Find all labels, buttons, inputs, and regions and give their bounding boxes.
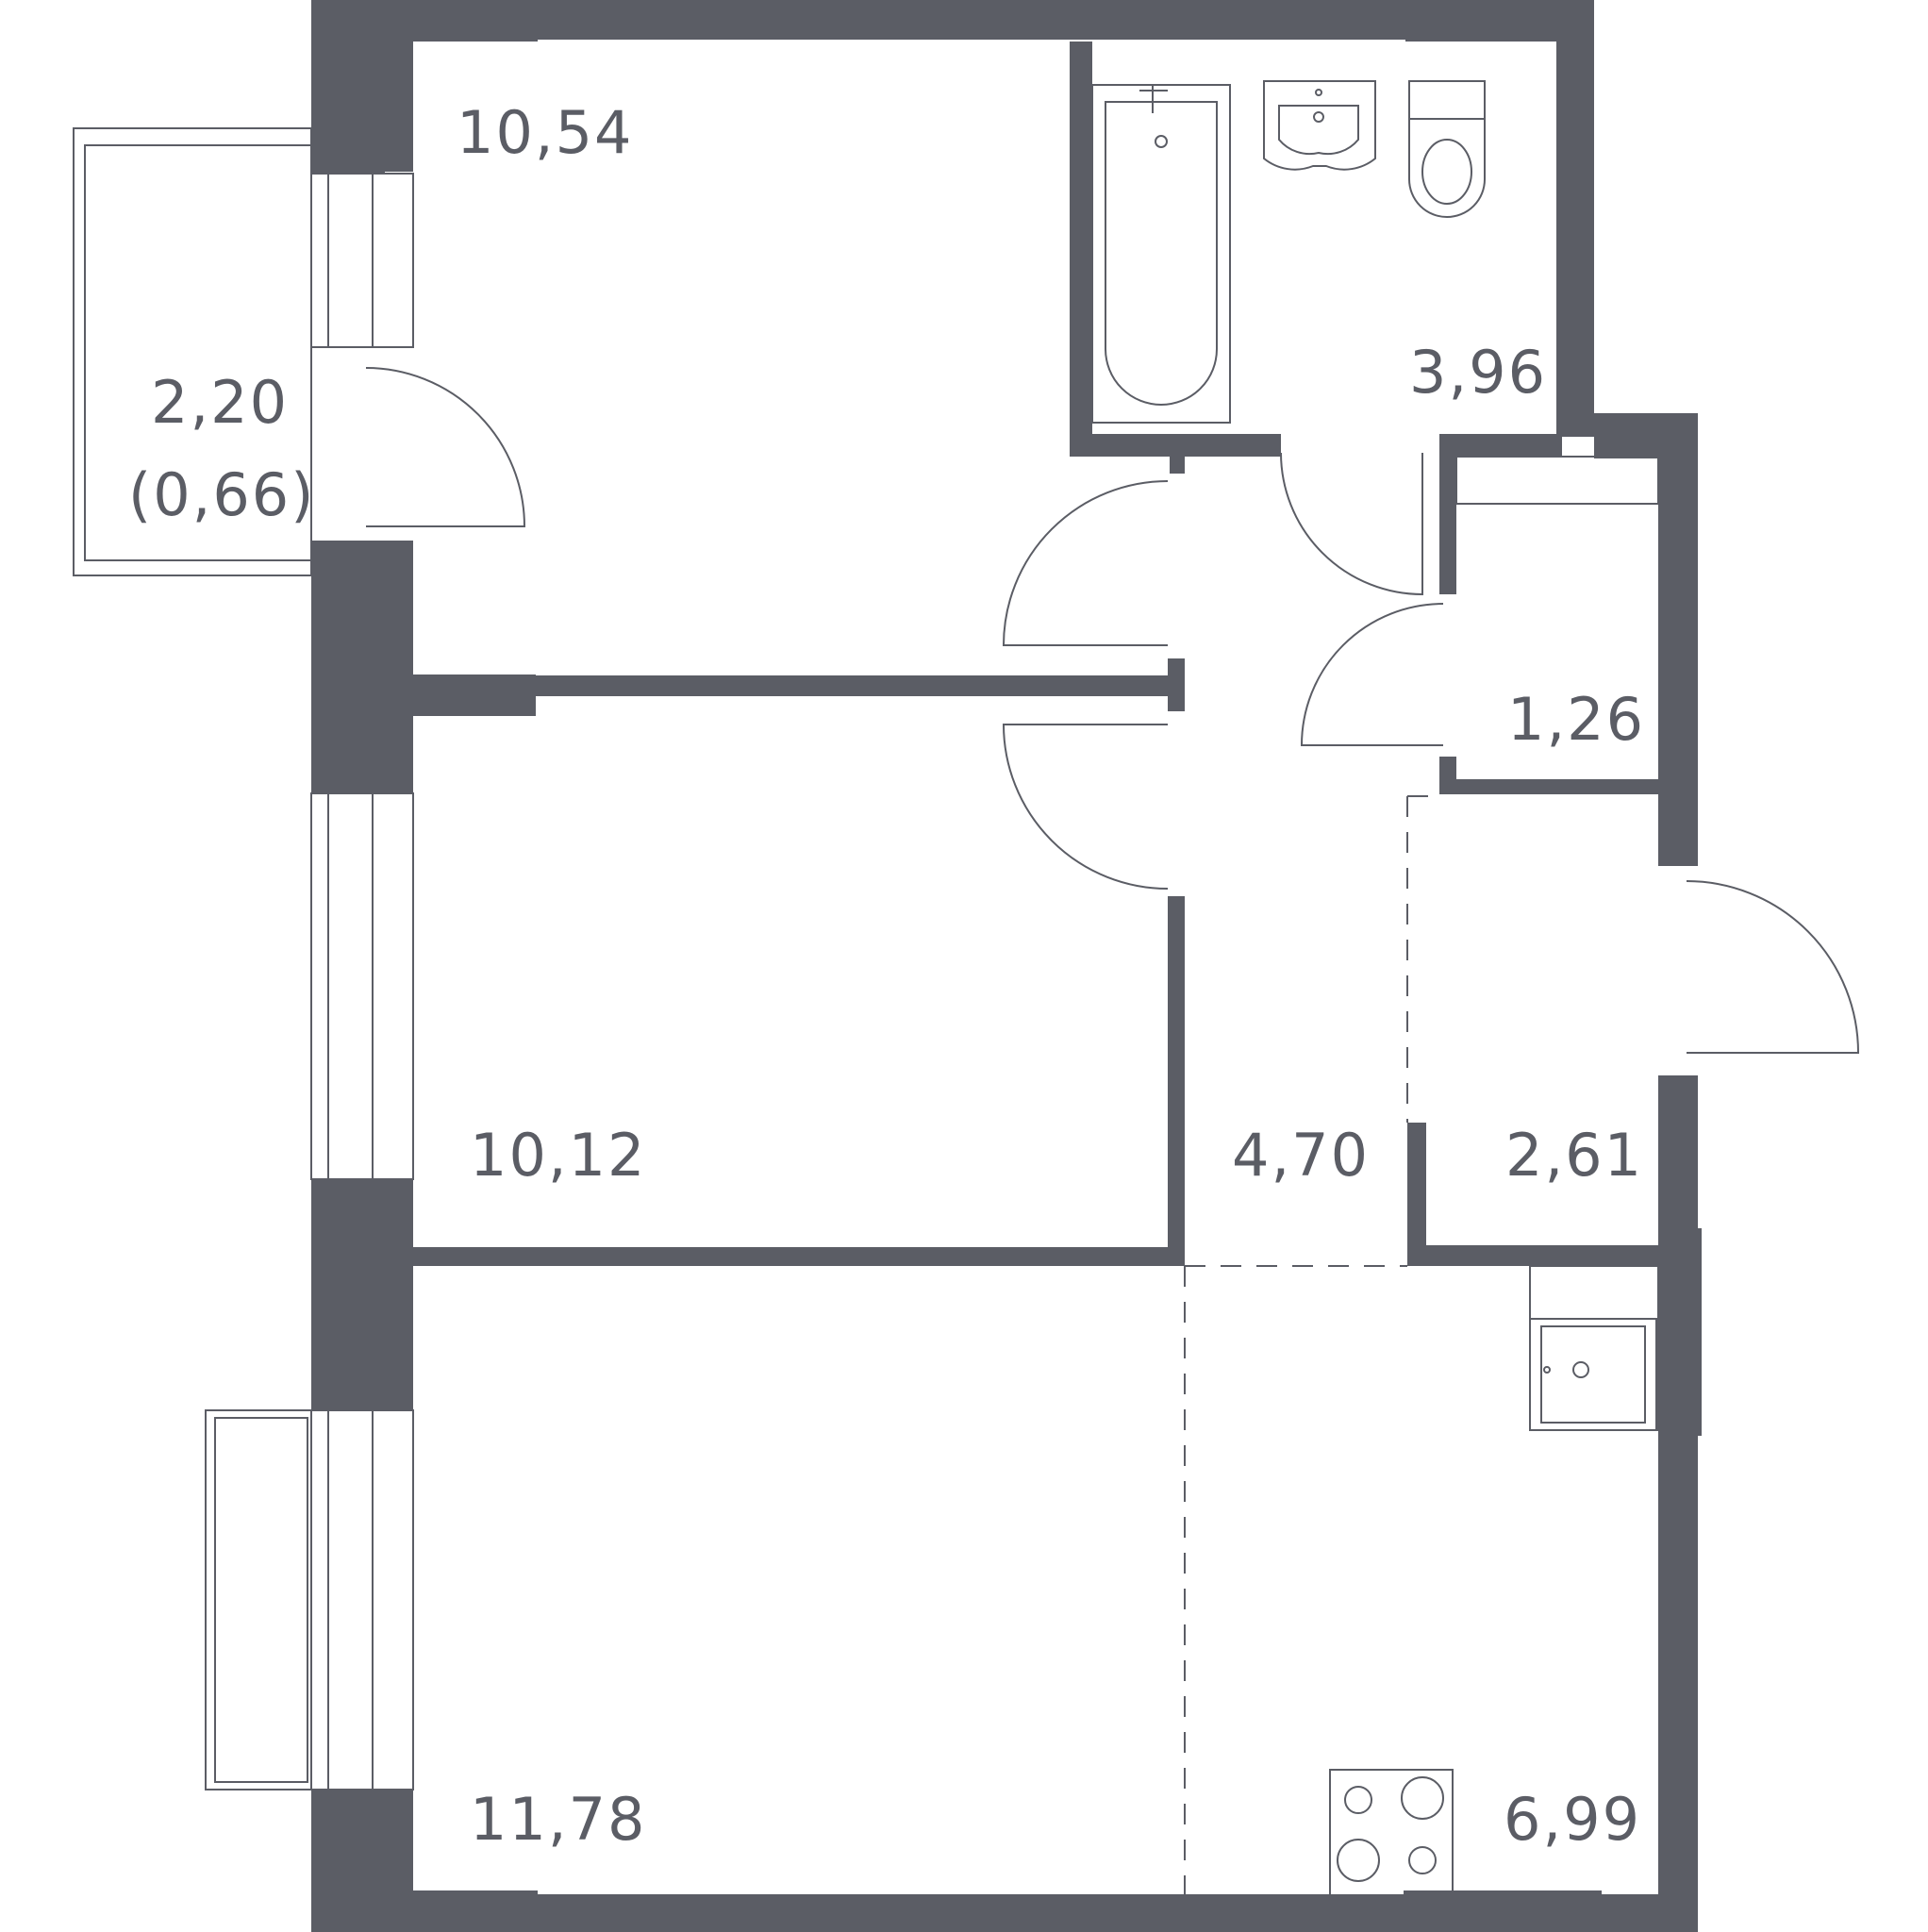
zone-boundaries bbox=[1184, 795, 1439, 1894]
entry-door bbox=[1686, 880, 1860, 1054]
area-label-balcony: 2,20 bbox=[151, 368, 289, 437]
room-top-door bbox=[1002, 480, 1169, 646]
balcony-door bbox=[365, 367, 526, 527]
room-middle-door bbox=[1002, 724, 1169, 890]
area-label-room-bottom: 11,78 bbox=[470, 1785, 647, 1854]
bathroom-door bbox=[1280, 452, 1423, 596]
area-label-bathroom: 3,96 bbox=[1409, 338, 1547, 407]
area-label-entry: 2,61 bbox=[1505, 1121, 1643, 1190]
area-label-hallway: 4,70 bbox=[1232, 1121, 1370, 1190]
area-label-room-top-left: 10,54 bbox=[457, 98, 634, 167]
balcony-outline bbox=[73, 127, 312, 1790]
area-labels: 10,54 3,96 2,20 (0,66) 1,26 10,12 4,70 2… bbox=[128, 98, 1645, 1854]
area-label-storage: 1,26 bbox=[1507, 685, 1645, 754]
cooktop-icon bbox=[1329, 1769, 1454, 1897]
washbasin-icon bbox=[1263, 80, 1376, 171]
kitchen-sink-icon bbox=[1529, 1318, 1657, 1431]
area-label-kitchen: 6,99 bbox=[1504, 1785, 1641, 1854]
toilet-icon bbox=[1408, 80, 1486, 218]
bathtub-icon bbox=[1091, 84, 1231, 424]
windows bbox=[310, 173, 1659, 1790]
doors[interactable] bbox=[365, 367, 1860, 1054]
walls bbox=[311, 0, 1702, 1932]
storage-door bbox=[1300, 603, 1444, 746]
area-label-room-middle: 10,12 bbox=[470, 1121, 647, 1190]
area-label-balcony-reduced: (0,66) bbox=[128, 460, 315, 529]
